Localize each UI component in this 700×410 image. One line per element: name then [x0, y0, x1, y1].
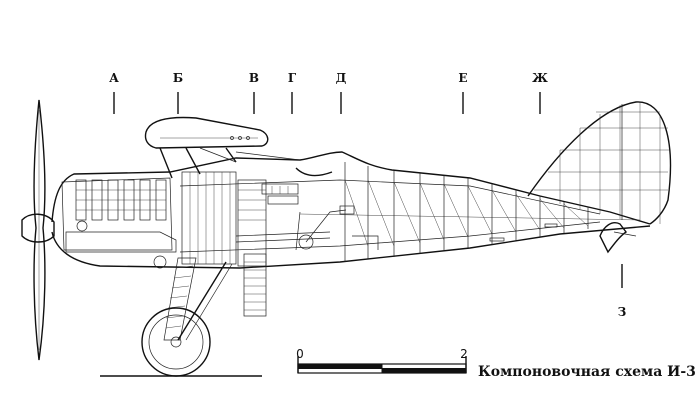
- marker-b-label: Б: [173, 71, 183, 85]
- cockpit: [235, 167, 379, 251]
- marker-a-label: А: [109, 71, 119, 85]
- scale-start-label: 0: [296, 347, 304, 361]
- marker-z-label: З: [618, 305, 627, 319]
- diagram-caption: Компоновочная схема И-3: [478, 364, 696, 380]
- marker-g-label: Г: [288, 71, 297, 85]
- scale-segment-1: [297, 363, 383, 369]
- upper-wing: [144, 116, 301, 179]
- propeller: [21, 99, 55, 361]
- marker-v-label: В: [249, 71, 259, 85]
- tail-unit: [527, 101, 672, 254]
- landing-gear: [100, 257, 262, 377]
- radiator: [243, 253, 267, 317]
- scale-segment-2: [381, 368, 467, 374]
- engine: [61, 177, 177, 269]
- marker-zh-label: Ж: [532, 71, 548, 85]
- fuel-tank-section: [181, 171, 267, 267]
- scale-bar: 0 2: [296, 347, 468, 374]
- scale-end-label: 2: [460, 347, 468, 361]
- marker-e-label: Е: [458, 71, 467, 85]
- marker-d-label: Д: [336, 71, 347, 85]
- section-markers: А Б В Г Д Е Ж З: [109, 71, 626, 319]
